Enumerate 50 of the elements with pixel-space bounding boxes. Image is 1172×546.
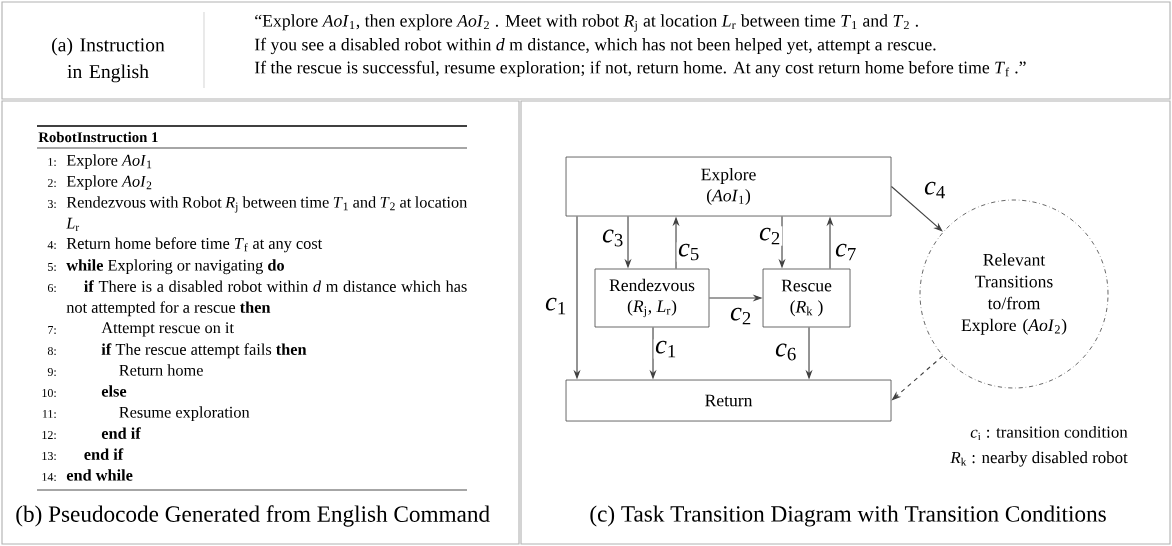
line-number: 6: [47,283,56,293]
code-line: end while [66,469,133,481]
code-line: end if [101,427,141,439]
code-line: while Exploring or navigating do [66,259,284,275]
edge-label: c$_{1}$ [543,296,569,316]
line-number: 13: [42,451,56,461]
edge-label: c$_{5}$ [676,242,702,262]
caption: (c) Task Transition Diagram with Transition Conditions [590,505,1106,527]
edge-label: c$_{6}$ [773,342,799,362]
legend-entry: R$_{k}$ : nearby disabled robot [950,451,1128,467]
state-box: Rendezvous (R$_{j}$, L$_{r}$) [594,268,710,328]
caption: (b) Pseudocode Generated from English Command [16,505,490,527]
line-number: 8: [47,346,56,356]
code-line: Explore AoI$_{1}$ [66,154,152,170]
state-box: Explore (AoI$_{1}$) [565,156,892,217]
legend-entry: c$_{i}$ : transition condition [970,425,1128,441]
line-number: 9: [47,367,56,377]
code-line: Return home [119,364,203,376]
code-line: if There is a disabled robot within d m distance which has not attempted for a rescue then [66,280,467,317]
line-number: 1: [48,157,56,167]
edge-label: c$_{2}$ [757,226,783,246]
arrow [890,185,943,232]
edge-label: c$_{7}$ [833,242,859,262]
algorithm-title: RobotInstruction 1 [38,131,158,143]
quote-text: “Explore AoI$_{1}$, then explore AoI$_{2}$ . Meet with robot R$_{j}$ at location L$_{r}$ between time T$_{1}$ and T$_{2}$ . [255,14,918,32]
line-number: 4: [47,241,56,250]
code-line: if The rescue attempt fails then [101,343,307,359]
edge-label: c$_{3}$ [600,228,626,248]
edge-label: c$_{2}$ [728,306,754,326]
line-number: 7: [48,326,56,334]
line-number: 10: [42,388,56,398]
line-number: 2: [47,178,56,188]
code-line: Return home before time T$_{f}$ at any cost [66,237,323,253]
line-number: 12: [42,430,56,440]
line-number: 3: [48,199,56,209]
line-number: 11: [42,409,56,419]
state-box: Rescue (R$_{k}$ ) [762,268,851,328]
line-number: 14: [42,472,56,482]
code-line: end if [84,448,124,460]
quote-text: If the rescue is successful, resume exploration; if not, return home. At any cost return home before time T$_{f}$ .” [254,60,1026,78]
edge-label: c$_{4}$ [922,180,948,200]
line-number: 5: [48,263,56,271]
quote-text: If you see a disabled robot within d m distance, which has not been helped yet, attempt a rescue. [254,37,936,55]
state-box: Return [565,379,892,422]
code-line: Attempt rescue on it [101,322,234,337]
code-line: Explore AoI$_{2}$ [66,175,152,191]
code-line: else [101,385,127,397]
panel-label: (a) Instruction in English [52,37,165,83]
edge-label: c$_{1}$ [653,339,679,359]
code-line: Resume exploration [119,406,250,422]
